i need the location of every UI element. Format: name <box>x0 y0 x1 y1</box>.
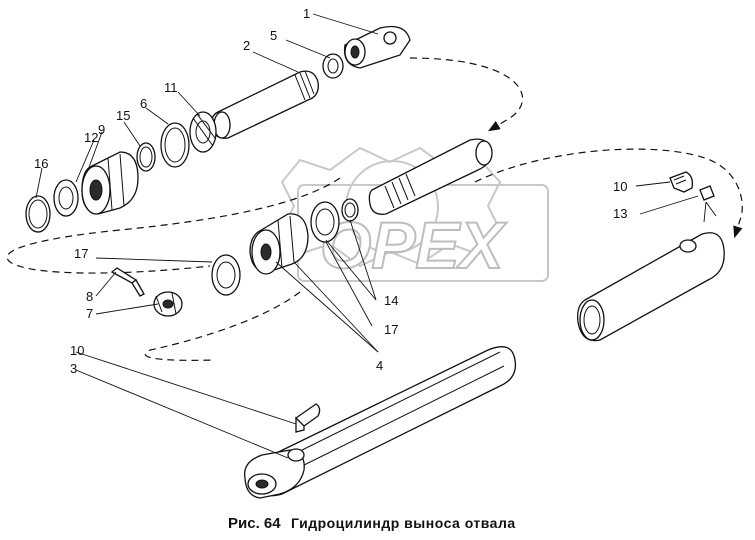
cylinder-barrel-tube <box>577 232 725 342</box>
figure-caption: Рис. 64 Гидроцилиндр выноса отвала <box>228 515 516 532</box>
callout-14: 14 <box>384 293 398 308</box>
callout-1: 1 <box>303 6 310 21</box>
callout-labels: 1 2 4 5 6 7 8 9 10 10 3 11 12 13 14 15 1… <box>34 6 627 376</box>
leader-lines <box>35 13 717 459</box>
callout-4: 4 <box>376 358 383 373</box>
ring-16 <box>25 195 51 233</box>
rod-threaded-end <box>368 138 493 215</box>
callout-10-lower: 10 <box>70 343 84 358</box>
gland-nut-11 <box>189 111 217 153</box>
figure-number: Рис. 64 <box>228 515 281 532</box>
callout-12: 12 <box>84 130 98 145</box>
callout-17-left: 17 <box>74 246 88 261</box>
wiper-seal-12 <box>53 179 79 217</box>
callout-7: 7 <box>86 306 93 321</box>
callout-6: 6 <box>140 96 147 111</box>
callout-11: 11 <box>164 80 178 95</box>
piston-ring-17-left <box>211 254 241 296</box>
piston-ring-17-right <box>310 201 340 243</box>
washer-13 <box>699 185 715 201</box>
assembly-path <box>6 57 743 361</box>
o-ring-14 <box>341 198 359 222</box>
retaining-ring-5 <box>322 53 344 79</box>
rod-end-eye <box>343 25 411 69</box>
cylinder-body <box>243 346 517 499</box>
elbow-fitting-10-lower <box>295 403 321 433</box>
callout-17-right: 17 <box>384 322 398 337</box>
callout-15: 15 <box>116 108 130 123</box>
figure-title: Гидроцилиндр выноса отвала <box>291 515 516 531</box>
path-segment-top <box>409 57 524 132</box>
callout-16: 16 <box>34 156 48 171</box>
callout-2: 2 <box>243 38 250 53</box>
callout-10-right: 10 <box>613 179 627 194</box>
path-segment-right <box>474 148 743 239</box>
cylinder-gland-9 <box>81 151 139 215</box>
castle-nut-7 <box>153 291 183 317</box>
callout-3: 3 <box>70 361 77 376</box>
callout-5: 5 <box>270 28 277 43</box>
hex-key-8 <box>110 267 145 297</box>
callout-13: 13 <box>613 206 627 221</box>
callout-8: 8 <box>86 289 93 304</box>
path-segment-lower-left <box>144 291 301 361</box>
elbow-fitting-10-right <box>669 171 694 193</box>
piston-rod <box>210 70 319 139</box>
o-ring-15 <box>136 142 156 172</box>
callout-9: 9 <box>98 122 105 137</box>
path-segment-middle <box>6 177 341 274</box>
piston <box>249 213 309 275</box>
snap-ring-6 <box>160 122 190 168</box>
